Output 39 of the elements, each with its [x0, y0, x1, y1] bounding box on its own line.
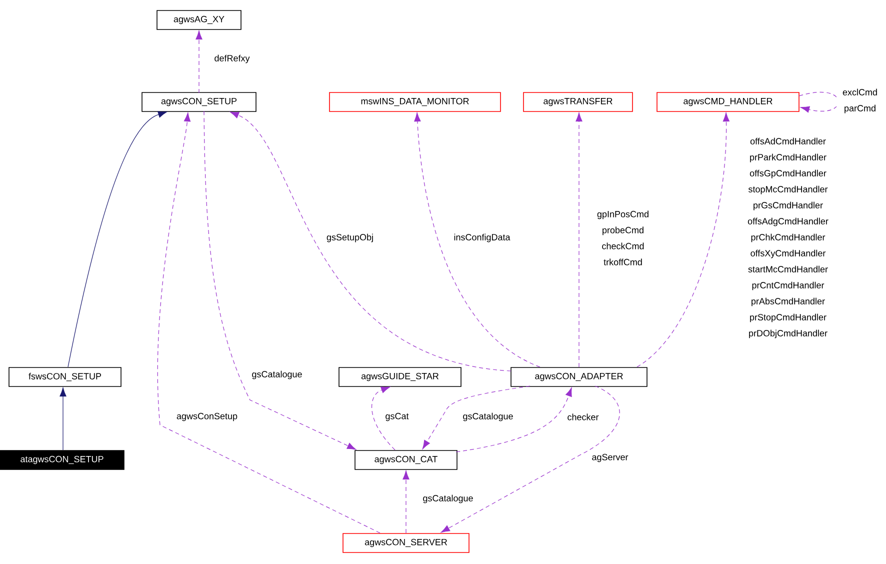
class-box: agwsCMD_HANDLER: [656, 92, 800, 112]
edge-label: gsCatalogue: [250, 370, 304, 380]
arrow: [60, 388, 66, 450]
arrow: [196, 30, 202, 94]
edge-label: checker: [566, 412, 600, 422]
class-box: atagwsCON_SETUP: [0, 450, 124, 470]
edge-label: defRefxy: [213, 54, 251, 64]
arrow: [204, 110, 356, 450]
edge-label: agServer: [590, 452, 630, 464]
arrow: [68, 111, 168, 368]
class-box: mswINS_DATA_MONITOR: [329, 92, 501, 112]
class-box: agwsCON_SERVER: [342, 533, 470, 553]
class-box: agwsGUIDE_STAR: [338, 367, 462, 387]
class-box: agwsAG_XY: [156, 10, 242, 30]
arrow: [422, 386, 530, 450]
arrow: [402, 470, 410, 534]
edge-label: exclCmd parCmd: [836, 88, 884, 114]
arrow: [230, 112, 512, 372]
edge-label: agwsConSetup: [176, 412, 239, 422]
edge-label: gsCat: [384, 412, 410, 422]
arrow: [456, 387, 572, 452]
arrow: [576, 112, 582, 368]
arrow: [798, 92, 839, 113]
arrow: [157, 112, 380, 534]
edge-label: gsCatalogue: [422, 494, 474, 504]
edge-label: insConfigData: [452, 232, 512, 244]
edge-label: offsAdCmdHandler prParkCmdHandler offsGpCmdHandler stopMcCmdHandler prGsCmdHandler offsAdgCmdHandler prChkCmdHandler offsXyCmdHandler startMcCmdHandler prCntCmdHandler prAbsCmdHandler prStopCmdHandler prDObjCmdHandler: [737, 136, 839, 340]
arrow: [372, 386, 396, 450]
edge-label: gpInPosCmd probeCmd checkCmd trkoffCmd: [591, 210, 655, 266]
arrow: [440, 386, 620, 533]
class-box: agwsCON_CAT: [354, 450, 458, 470]
edge-label: gsCatalogue: [462, 412, 514, 422]
class-box: agwsCON_ADAPTER: [510, 367, 648, 387]
class-box: fswsCON_SETUP: [8, 367, 122, 387]
arrow: [414, 112, 540, 368]
class-box: agwsCON_SETUP: [142, 92, 256, 112]
edge-label: gsSetupObj: [326, 232, 375, 244]
arrow: [636, 112, 730, 368]
class-box: agwsTRANSFER: [523, 92, 633, 112]
